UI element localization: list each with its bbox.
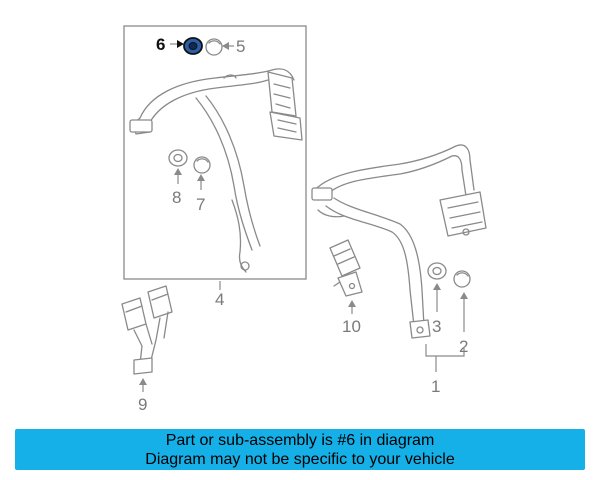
callout-1: 1 [431,377,440,396]
callout-8: 8 [172,188,181,207]
callout-3: 3 [432,317,441,336]
part-4-belt-assembly[interactable] [129,68,303,273]
part-3-bezel[interactable] [427,262,447,280]
callout-4: 4 [215,290,224,309]
part-4-inset-frame [123,25,307,280]
banner-line-disclaimer: Diagram may not be specific to your vehi… [145,450,455,468]
part-2-cap[interactable] [453,270,471,288]
banner-line-part-number: Part or sub-assembly is #6 in diagram [165,431,435,449]
part-7-cap[interactable] [193,156,211,174]
callout-7: 7 [196,195,205,214]
part-8-bezel[interactable] [168,149,188,167]
callout-5: 5 [236,37,245,56]
part-1-front-belt-assembly[interactable] [311,144,487,339]
callout-10: 10 [342,317,361,336]
part-10-buckle[interactable] [329,239,363,297]
callout-2: 2 [459,337,468,356]
part-5-cap[interactable] [205,38,223,56]
callout-9: 9 [138,395,147,414]
part-9-buckle-assembly[interactable] [121,285,173,375]
part-6-bezel[interactable] [183,37,203,55]
callout-6: 6 [156,35,165,54]
info-banner: Part or sub-assembly is #6 in diagram Di… [15,429,585,470]
